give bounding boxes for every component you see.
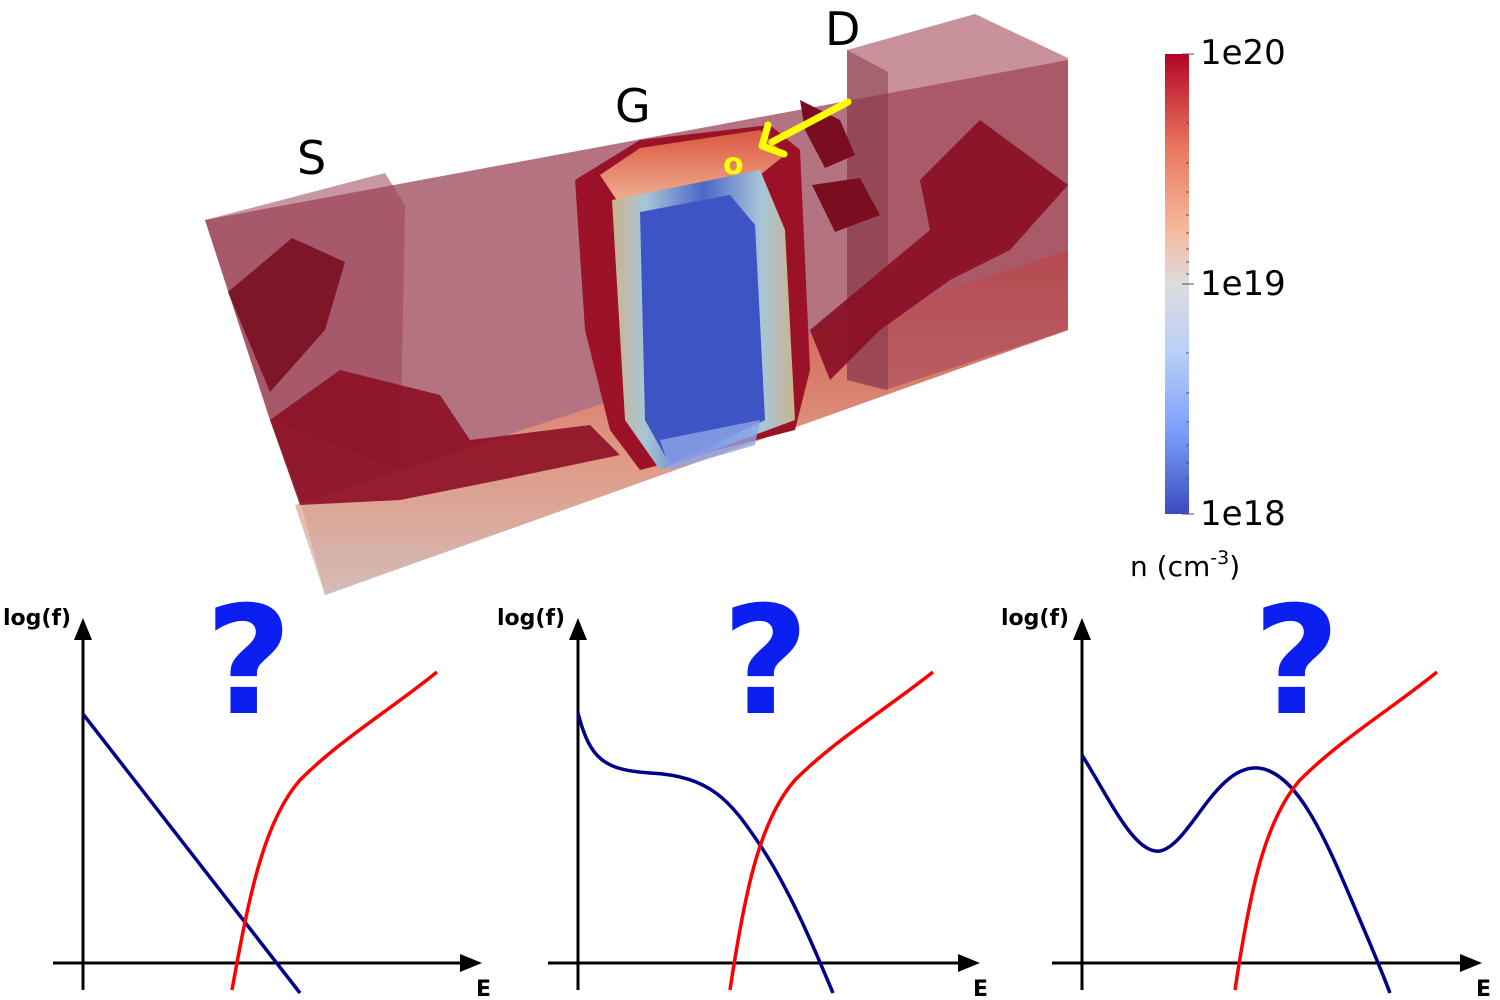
colorbar-max-label: 1e20	[1200, 33, 1286, 73]
colorbar-unit-label: n (cm-3)	[1130, 547, 1240, 583]
distribution-plot-2: ? log(f) E	[497, 575, 988, 1000]
channel-core	[640, 195, 765, 465]
device-3d-view: o S G D	[205, 2, 1068, 595]
y-axis-arrow-icon	[569, 618, 587, 640]
x-axis-label: E	[973, 977, 988, 1000]
colorbar-ticks	[1182, 53, 1194, 515]
source-label: S	[297, 131, 326, 185]
x-axis-arrow-icon	[958, 954, 980, 972]
question-mark: ?	[722, 575, 809, 749]
y-axis-label: log(f)	[497, 606, 565, 631]
dos-curve	[230, 670, 439, 991]
dos-curve	[728, 670, 935, 991]
distribution-curve	[81, 712, 302, 995]
gate-cap	[600, 130, 785, 205]
gate-label: G	[615, 79, 651, 133]
distribution-plot-3: ? log(f) E	[1001, 575, 1491, 1000]
carrier-blob	[810, 120, 1068, 380]
x-axis-label: E	[1476, 977, 1491, 1000]
y-axis-arrow-icon	[1073, 618, 1091, 640]
distribution-curve	[576, 712, 835, 994]
probe-marker: o	[723, 147, 744, 182]
channel-core-highlight	[660, 420, 760, 470]
y-axis-label: log(f)	[3, 606, 71, 631]
y-axis-arrow-icon	[74, 618, 92, 640]
drain-label: D	[825, 2, 860, 56]
carrier-blob	[812, 178, 880, 232]
question-mark: ?	[1253, 575, 1340, 749]
distribution-plot-1: ? log(f) E	[3, 575, 491, 1000]
colorbar: 1e20 1e19 1e18 n (cm-3)	[1130, 33, 1286, 583]
colorbar-min-label: 1e18	[1200, 494, 1286, 534]
question-mark: ?	[205, 575, 292, 749]
dos-curve	[1233, 670, 1439, 991]
y-axis-label: log(f)	[1001, 606, 1069, 631]
x-axis-label: E	[476, 977, 491, 1000]
colorbar-mid-label: 1e19	[1200, 264, 1286, 304]
carrier-blob	[270, 370, 620, 505]
carrier-blob	[228, 238, 345, 392]
x-axis-arrow-icon	[1460, 954, 1482, 972]
location-arrow	[758, 98, 852, 158]
distribution-curve	[1080, 754, 1392, 994]
x-axis-arrow-icon	[460, 954, 482, 972]
